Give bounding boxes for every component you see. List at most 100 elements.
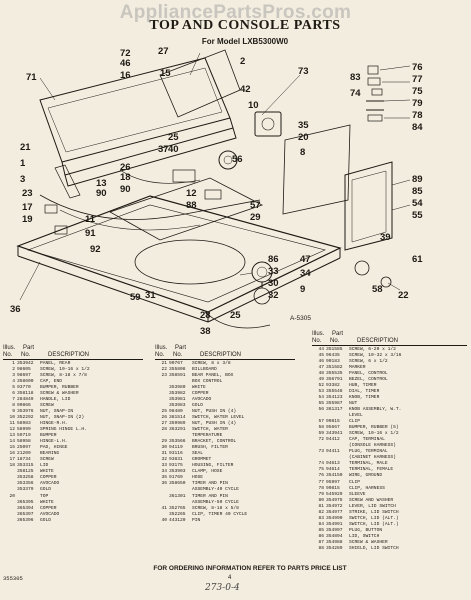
part-description: SCREW, 10-16 x 1/2: [40, 366, 90, 372]
part-description: (CABINET HARNESS): [349, 455, 396, 461]
page-title: TOP AND CONSOLE PARTS: [149, 18, 341, 33]
part-description: TEMPERATURE: [192, 433, 223, 439]
callout-label: 22: [398, 290, 409, 301]
part-description: SCREW, 6 x 1/2: [349, 358, 388, 364]
callout-label: 39: [380, 232, 391, 243]
part-description: SCREW: [40, 457, 54, 463]
part-description: TIMER AND PIN: [192, 493, 228, 499]
table-row: ASSEMBLY-50 CYCLE: [155, 500, 295, 506]
part-no: 25097: [17, 445, 31, 451]
callout-label: 77: [412, 74, 423, 85]
callout-label: 78: [412, 110, 423, 121]
part-no: 356791: [326, 376, 343, 382]
part-description: WIRE, GROUND: [349, 473, 383, 479]
part-no: 90767: [169, 360, 183, 366]
part-no: 94119: [169, 445, 183, 451]
part-no: 98480: [169, 408, 183, 414]
illus-no: 5: [12, 384, 15, 390]
part-no: 352292: [17, 414, 34, 420]
callout-label: 90: [120, 184, 131, 195]
part-no: 95667: [326, 425, 340, 431]
part-description: NUT, SNAP-IN: [40, 408, 74, 414]
col-header-no: No.: [312, 337, 322, 344]
illus-no: 1: [12, 360, 15, 366]
illus-no: 15: [9, 445, 15, 451]
callout-label: 92: [90, 244, 101, 255]
table-row: BOX CONTROL: [155, 379, 295, 385]
illus-no: 45: [318, 352, 324, 358]
cabinet-top-shape: [16, 195, 342, 313]
callout-label: 17: [22, 202, 33, 213]
illus-no: 25: [161, 408, 167, 414]
callout-label: 76: [412, 62, 423, 73]
illus-no: 75: [318, 467, 324, 473]
part-description: SCREW, 8-18 x 5/8: [192, 505, 239, 511]
timer-shape: [254, 111, 282, 137]
part-no: 355987: [326, 400, 343, 406]
part-no: 354150: [326, 473, 343, 479]
illus-no: 21: [161, 360, 167, 366]
callout-label: 27: [158, 46, 169, 57]
callout-label: 2: [240, 56, 245, 67]
table-row: (CONSOLE HARNESS): [312, 443, 467, 449]
part-description: SCREW, 10-16 x 1/2: [349, 431, 399, 437]
part-no: 353315: [17, 463, 34, 469]
illus-no: 4: [12, 378, 15, 384]
part-no: 353258: [17, 475, 34, 481]
part-description: NUT, PUSH IN (4): [192, 420, 237, 426]
illus-no: 10: [9, 414, 15, 420]
callout-label: 10: [248, 100, 259, 111]
part-no: 351582: [326, 364, 343, 370]
part-no: 354289: [326, 546, 343, 552]
part-description: NUT, SNAP-IN (2): [40, 414, 85, 420]
callout-label: 8: [300, 147, 305, 158]
part-description: SWITCH, LID (ALT.): [349, 515, 399, 521]
callout-label: 75: [412, 86, 423, 97]
part-no: 94412: [326, 437, 340, 443]
callout-label: 29: [250, 212, 261, 223]
part-description: CAP, TERMINAL: [349, 437, 385, 443]
part-no: 59719: [17, 433, 31, 439]
illus-no: 44: [318, 346, 324, 352]
callout-label: 36: [10, 304, 21, 315]
part-description: PIN: [192, 517, 201, 523]
callout-label: 86: [268, 254, 279, 265]
part-description: COPPER: [40, 475, 57, 481]
part-no: 91769: [169, 475, 183, 481]
callout-label: 79: [412, 98, 423, 109]
callout-label: 25: [230, 310, 241, 321]
part-description: LID, SWITCH: [349, 533, 380, 539]
illus-no: 54: [318, 394, 324, 400]
callout-label: 72: [120, 48, 131, 59]
part-description: CLIP: [349, 419, 361, 425]
illus-no: 6: [12, 390, 15, 396]
control-panel-shape: [344, 161, 393, 251]
callout-label: 15: [160, 68, 171, 79]
column-header-top: Illus. Part: [312, 331, 467, 338]
part-no: 354123: [326, 394, 343, 400]
part-description: NUT, PUSH IN (4): [192, 408, 237, 414]
part-description: PAD, HINGE: [40, 445, 68, 451]
illus-no: 49: [318, 376, 324, 382]
